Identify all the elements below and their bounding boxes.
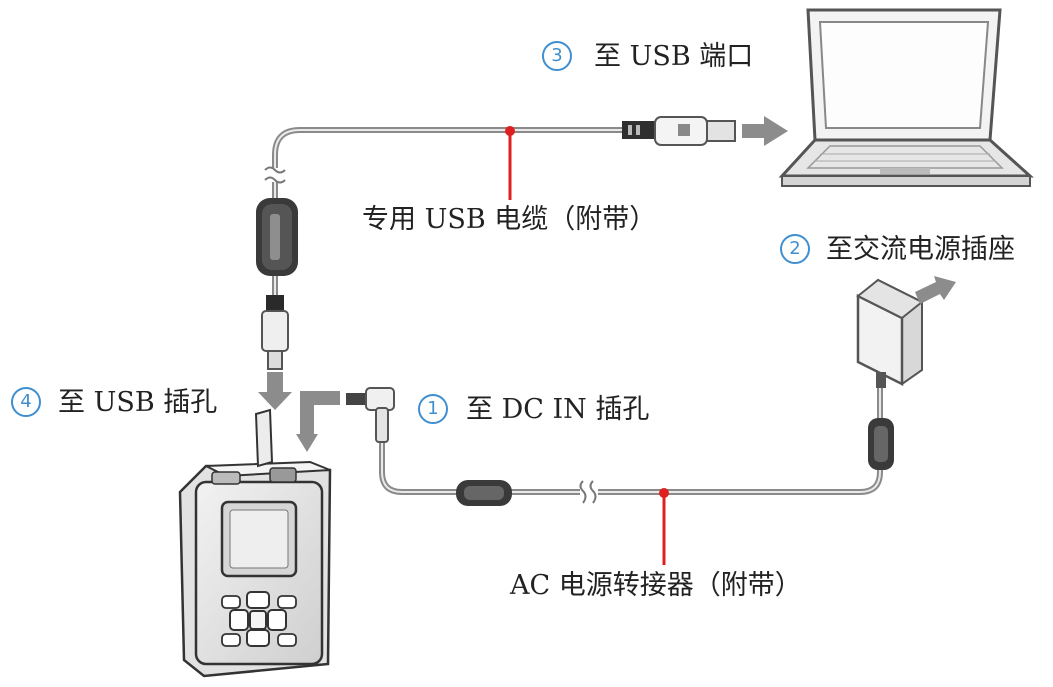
step-2-label: 至交流电源插座 [826,234,1015,265]
usb-cable-label: 专用 USB 电缆（附带） [362,204,657,235]
ac-adapter-cable [379,380,883,504]
arrow-icon [258,372,292,410]
arrow-icon [296,391,340,452]
ferrite-core-icon [456,480,512,506]
laptop-icon [778,8,1034,187]
step-1-number: 1 [418,394,448,424]
ac-adapter-pointer [659,488,669,565]
step-1-label: 至 DC IN 插孔 [466,394,650,425]
step-3-number: 3 [542,41,572,71]
ac-adapter-icon [856,278,924,388]
dc-plug-icon [346,387,395,443]
step-2-number: 2 [780,234,810,264]
ac-adapter-label: AC 电源转接器（附带） [510,570,802,601]
usb-cable-pointer [505,126,515,200]
ferrite-core-icon [868,418,894,470]
step-4-label: 至 USB 插孔 [58,387,218,418]
step-3-label: 至 USB 端口 [594,41,754,72]
mini-usb-plug-icon [261,295,289,370]
step-4-number: 4 [11,387,41,417]
usb-plug-icon [622,116,736,146]
usb-cable [264,127,660,305]
arrow-icon [915,276,956,304]
ferrite-core-icon [256,198,298,276]
player-device-icon [178,408,332,678]
arrow-icon [742,116,788,146]
